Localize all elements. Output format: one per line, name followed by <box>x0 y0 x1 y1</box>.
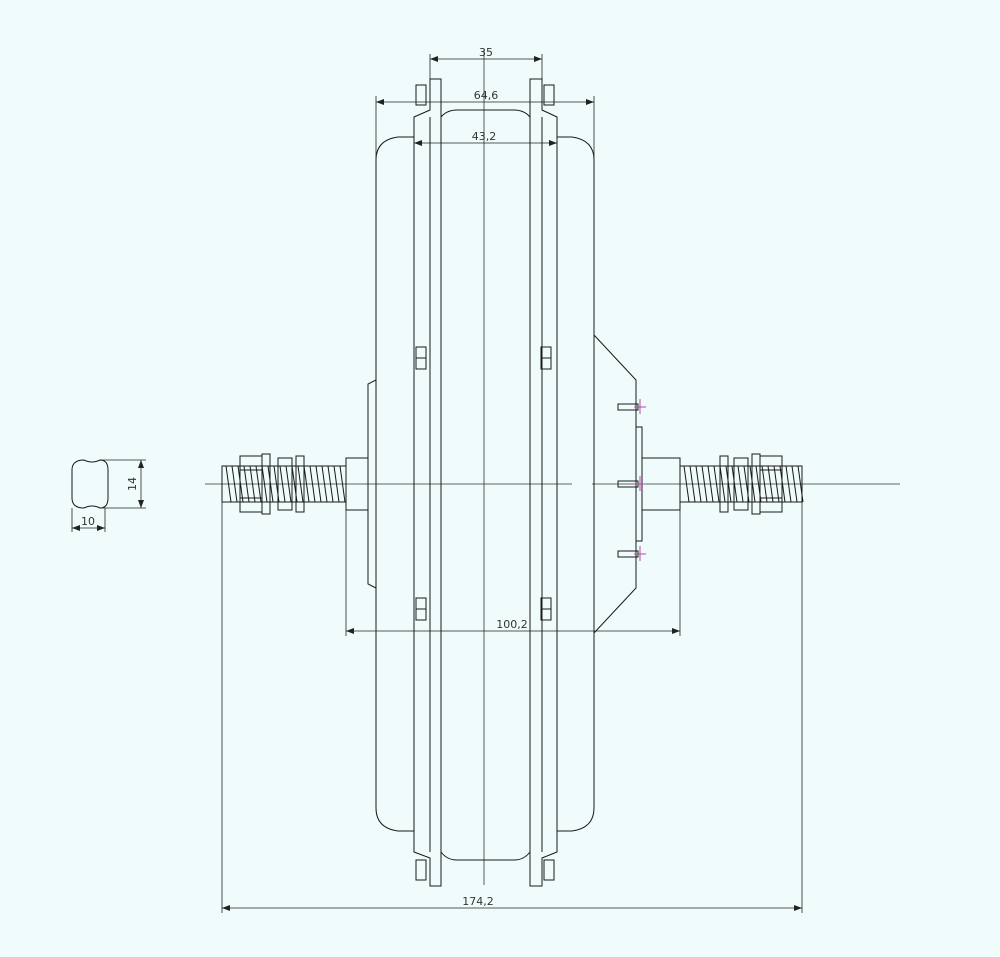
thread-line <box>791 465 798 503</box>
dimension-64-6: 64,6 <box>375 89 595 160</box>
dim-35-label: 35 <box>479 46 493 59</box>
screw-bottom <box>617 546 646 561</box>
thread-line <box>683 465 690 503</box>
thread-line <box>689 465 696 503</box>
thread-line <box>713 465 720 503</box>
thread-line <box>773 465 780 503</box>
motor-shell <box>375 78 595 887</box>
dim-43-2-label: 43,2 <box>472 130 497 143</box>
thread-line <box>707 465 714 503</box>
thread-line <box>315 465 322 503</box>
dim-14-label: 14 <box>126 477 139 491</box>
dimension-174-2: 174,2 <box>221 502 803 913</box>
screw-middle <box>617 476 646 491</box>
thread-line <box>695 465 702 503</box>
dimension-35: 35 <box>429 46 543 79</box>
thread-line <box>719 465 726 503</box>
thread-line <box>303 465 310 503</box>
dim-64-6-label: 64,6 <box>474 89 499 102</box>
thread-line <box>261 465 268 503</box>
axle-section-detail: 14 10 <box>71 459 146 532</box>
left-axle <box>221 453 347 515</box>
dim-100-2-label: 100,2 <box>496 618 528 631</box>
thread-line <box>249 465 256 503</box>
thread-line <box>327 465 334 503</box>
thread-line <box>797 465 804 503</box>
dimension-100-2: 100,2 <box>345 510 681 636</box>
right-axle <box>679 453 804 515</box>
thread-line <box>309 465 316 503</box>
thread-line <box>339 465 346 503</box>
thread-line <box>767 465 774 503</box>
center-lines <box>205 50 900 885</box>
thread-line <box>333 465 340 503</box>
thread-line <box>279 465 286 503</box>
thread-line <box>225 465 232 503</box>
thread-line <box>297 465 304 503</box>
dim-174-2-label: 174,2 <box>462 895 494 908</box>
thread-line <box>321 465 328 503</box>
thread-line <box>701 465 708 503</box>
thread-line <box>761 465 768 503</box>
thread-line <box>785 465 792 503</box>
screw-top <box>617 399 646 414</box>
thread-line <box>243 465 250 503</box>
dim-10-label: 10 <box>81 515 95 528</box>
thread-line <box>255 465 262 503</box>
cover-screws <box>617 399 646 561</box>
dimension-43-2: 43,2 <box>414 130 557 146</box>
thread-line <box>737 465 744 503</box>
thread-line <box>285 465 292 503</box>
thread-line <box>231 465 238 503</box>
